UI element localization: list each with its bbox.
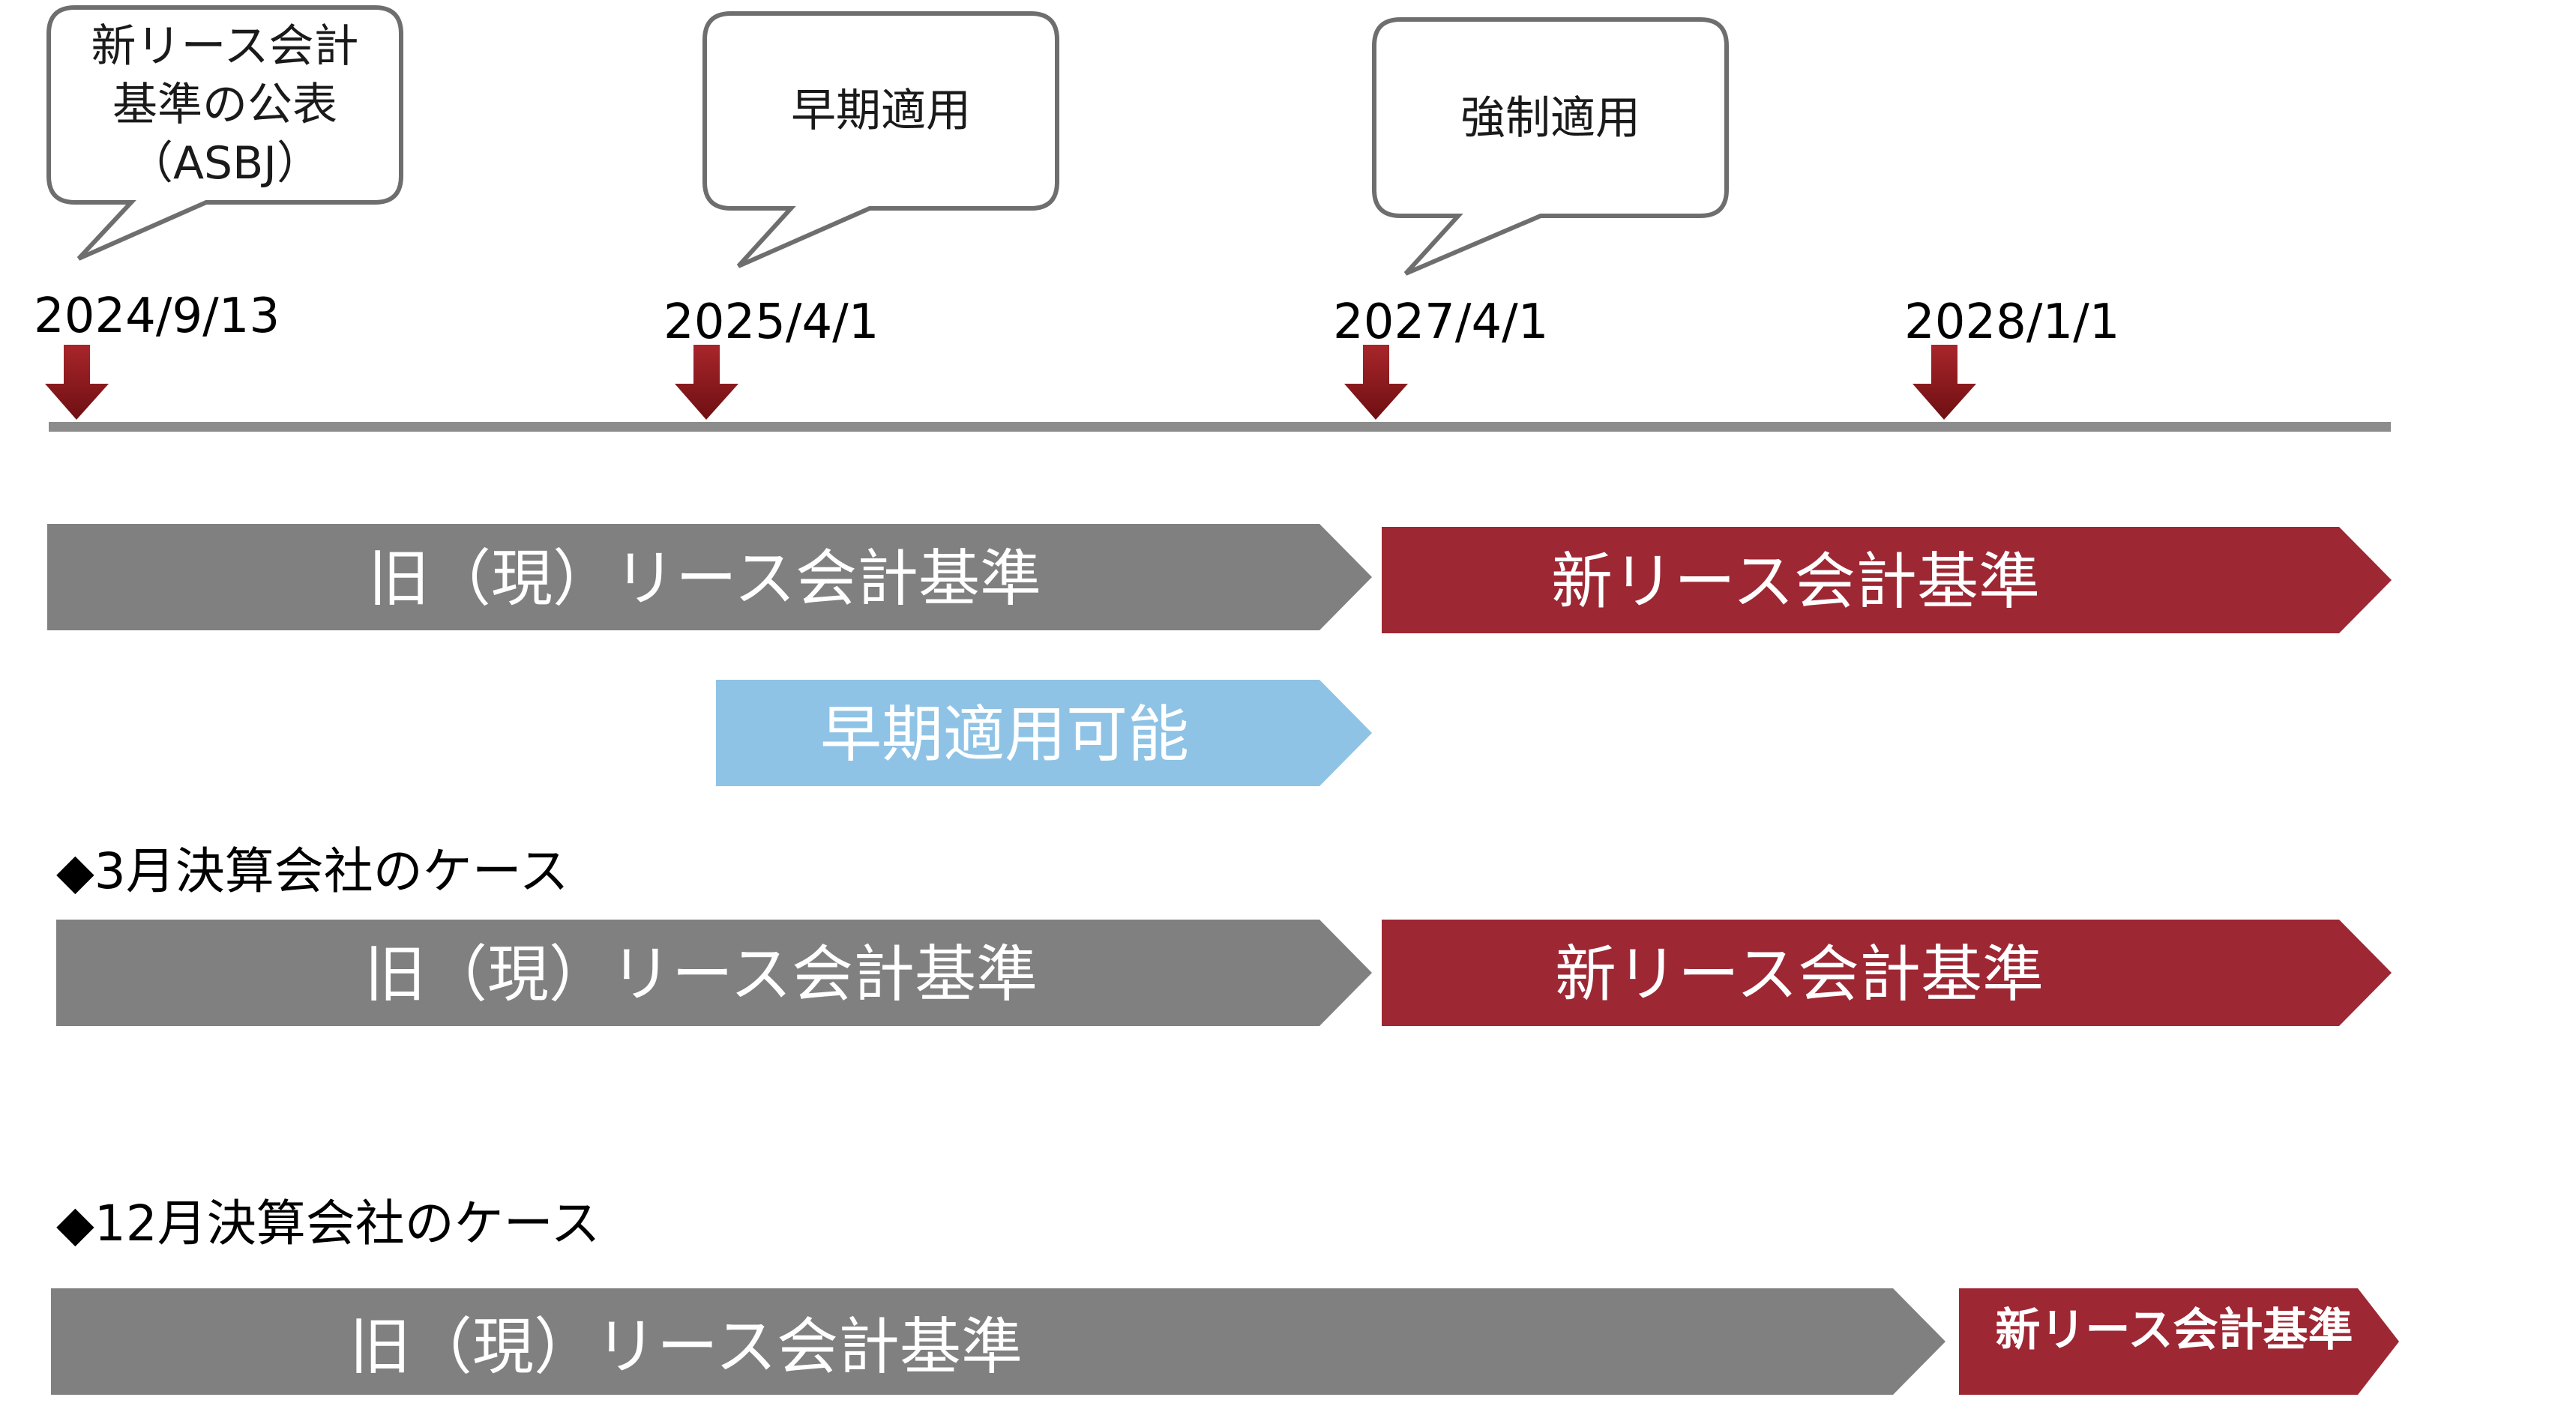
callout-announcement-line-3: （ASBJ） — [128, 137, 322, 190]
bar-early-adoption: 早期適用可能 — [716, 680, 1372, 786]
callout-announcement: 新リース会計 基準の公表 （ASBJ） — [46, 5, 403, 261]
bar-old-standard-march-label: 旧（現）リース会計基準 — [364, 939, 1038, 1010]
bar-old-standard-march: 旧（現）リース会計基準 — [56, 920, 1372, 1026]
callout-announcement-line-2: 基準の公表 — [112, 79, 337, 131]
chevron-right-icon — [51, 1288, 1945, 1395]
bar-old-standard-december-label: 旧（現）リース会計基準 — [349, 1312, 1023, 1383]
date-label-mandatory-adoption: 2027/4/1 — [1333, 295, 1548, 350]
timeline-axis — [49, 422, 2391, 432]
bar-new-standard-march: 新リース会計基準 — [1382, 920, 2392, 1026]
heading-december-fiscal: ◆12月決算会社のケース — [56, 1195, 600, 1252]
chevron-right-icon — [1382, 920, 2392, 1026]
down-arrow-icon — [1913, 345, 1976, 420]
speech-bubble-icon — [1372, 17, 1729, 276]
bar-old-standard-general-label: 旧（現）リース会計基準 — [368, 543, 1041, 615]
bar-old-standard-general: 旧（現）リース会計基準 — [47, 524, 1372, 630]
date-label-announcement: 2024/9/13 — [34, 289, 280, 344]
chevron-right-icon — [56, 920, 1372, 1026]
callout-announcement-line-1: 新リース会計 — [91, 20, 359, 73]
down-arrow-icon — [675, 345, 738, 420]
callout-early-adoption-text: 早期適用 — [791, 85, 971, 137]
callout-early-adoption: 早期適用 — [702, 11, 1059, 268]
chevron-right-icon — [716, 680, 1372, 786]
bar-new-standard-december-label: 新リース会計基準 — [1996, 1304, 2353, 1357]
chevron-right-icon — [47, 524, 1372, 630]
chevron-right-icon — [1382, 527, 2392, 633]
bar-early-adoption-label: 早期適用可能 — [820, 699, 1189, 770]
date-label-2028: 2028/1/1 — [1904, 295, 2119, 350]
callout-mandatory-adoption: 強制適用 — [1372, 17, 1729, 276]
speech-bubble-icon — [702, 11, 1059, 268]
down-arrow-icon — [1344, 345, 1408, 420]
callout-mandatory-adoption-text: 強制適用 — [1460, 92, 1640, 145]
bar-new-standard-general-label: 新リース会計基準 — [1551, 546, 2040, 618]
bar-new-standard-december: 新リース会計基準 — [1959, 1288, 2399, 1395]
bar-new-standard-general: 新リース会計基準 — [1382, 527, 2392, 633]
bar-old-standard-december: 旧（現）リース会計基準 — [51, 1288, 1945, 1395]
down-arrow-icon — [45, 345, 109, 420]
speech-bubble-icon — [46, 5, 403, 261]
bar-new-standard-march-label: 新リース会計基準 — [1555, 939, 2044, 1010]
date-label-early-adoption: 2025/4/1 — [663, 295, 879, 350]
chevron-right-icon — [1959, 1288, 2399, 1395]
heading-march-fiscal: ◆3月決算会社のケース — [56, 842, 568, 900]
